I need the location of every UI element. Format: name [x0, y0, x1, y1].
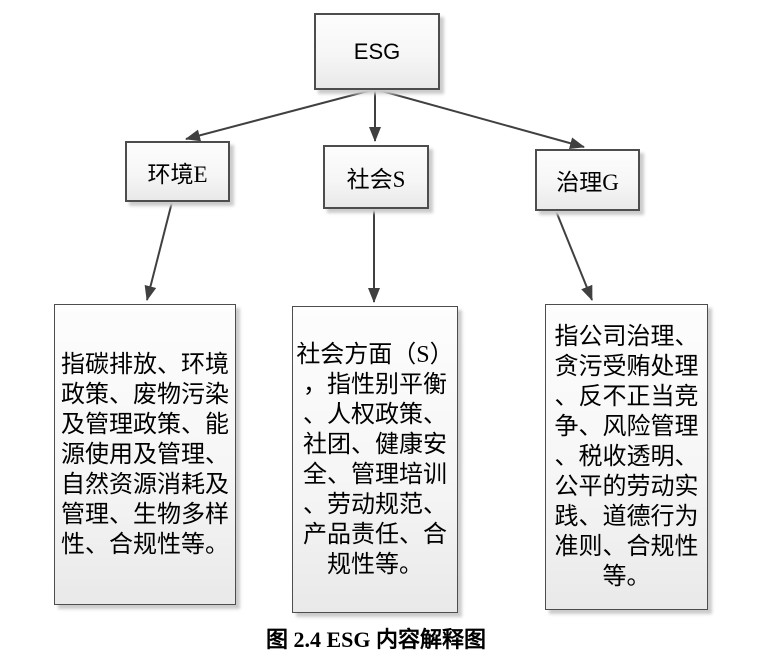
node-environment-label: 环境E	[147, 161, 208, 187]
arrow-governance-to-detail	[555, 210, 593, 301]
node-esg: ESG	[314, 13, 440, 90]
arrow-esg-to-environment	[185, 89, 373, 142]
node-environment: 环境E	[125, 141, 230, 202]
arrow-environment-to-detail	[144, 201, 173, 301]
detail-society: 社会方面（S） ，指性别平衡 、人权政策、 社团、健康安 全、管理培训 、劳动规…	[292, 306, 458, 613]
detail-environment: 指碳排放、环境 政策、废物污染 及管理政策、能 源使用及管理、 自然资源消耗及 …	[54, 304, 236, 605]
node-governance-label: 治理G	[556, 170, 619, 195]
detail-society-text: 社会方面（S） ，指性别平衡 、人权政策、 社团、健康安 全、管理培训 、劳动规…	[296, 341, 454, 578]
node-society: 社会S	[323, 145, 429, 209]
node-governance: 治理G	[535, 149, 640, 211]
arrow-esg-to-governance	[377, 89, 585, 150]
detail-environment-text: 指碳排放、环境 政策、废物污染 及管理政策、能 源使用及管理、 自然资源消耗及 …	[61, 351, 229, 558]
node-society-label: 社会S	[346, 167, 406, 192]
detail-governance: 指公司治理、 贪污受贿处理 、反不正当竞 争、风险管理 、税收透明、 公平的劳动…	[545, 304, 708, 610]
node-esg-label: ESG	[353, 38, 401, 64]
detail-governance-text: 指公司治理、 贪污受贿处理 、反不正当竞 争、风险管理 、税收透明、 公平的劳动…	[554, 324, 699, 590]
figure-caption: 图 2.4 ESG 内容解释图	[265, 627, 487, 652]
